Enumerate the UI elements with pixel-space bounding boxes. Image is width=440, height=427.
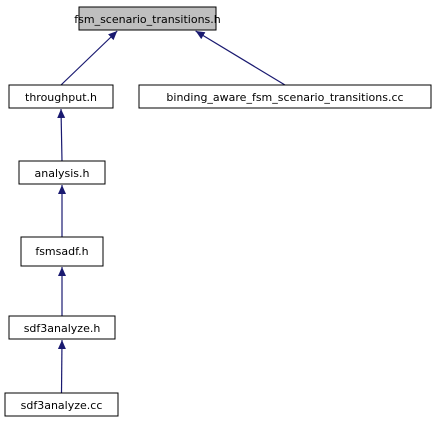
- node-label: sdf3analyze.h: [24, 322, 101, 335]
- node-binding-aware-fsm-scenario-transitions-cc[interactable]: binding_aware_fsm_scenario_transitions.c…: [138, 84, 432, 109]
- node-label: binding_aware_fsm_scenario_transitions.c…: [166, 91, 403, 104]
- node-sdf3analyze-h[interactable]: sdf3analyze.h: [8, 315, 116, 340]
- node-fsm-scenario-transitions-h[interactable]: fsm_scenario_transitions.h: [74, 6, 221, 31]
- node-box: [78, 6, 217, 31]
- node-box: [18, 160, 106, 185]
- node-box: [8, 84, 114, 109]
- edge-binding-to-fsm: [195, 30, 286, 86]
- node-analysis-h[interactable]: analysis.h: [18, 160, 106, 185]
- node-label: throughput.h: [25, 91, 97, 104]
- node-box: [138, 84, 432, 109]
- node-label: fsmsadf.h: [35, 245, 88, 258]
- edge-sdf3analyze-cc-to-sdf3analyze-h: [57, 339, 66, 394]
- edge-analysis-to-throughput: [57, 108, 66, 162]
- node-sdf3analyze-cc[interactable]: sdf3analyze.cc: [4, 392, 119, 417]
- node-label: analysis.h: [34, 167, 89, 180]
- node-box: [4, 392, 119, 417]
- node-label: sdf3analyze.cc: [21, 399, 103, 412]
- edge-throughput-to-fsm: [60, 30, 118, 86]
- node-label: fsm_scenario_transitions.h: [74, 13, 221, 26]
- edges: [57, 30, 286, 394]
- node-box: [20, 236, 104, 267]
- node-box: [8, 315, 116, 340]
- node-throughput-h[interactable]: throughput.h: [8, 84, 114, 109]
- node-fsmsadf-h[interactable]: fsmsadf.h: [20, 236, 104, 267]
